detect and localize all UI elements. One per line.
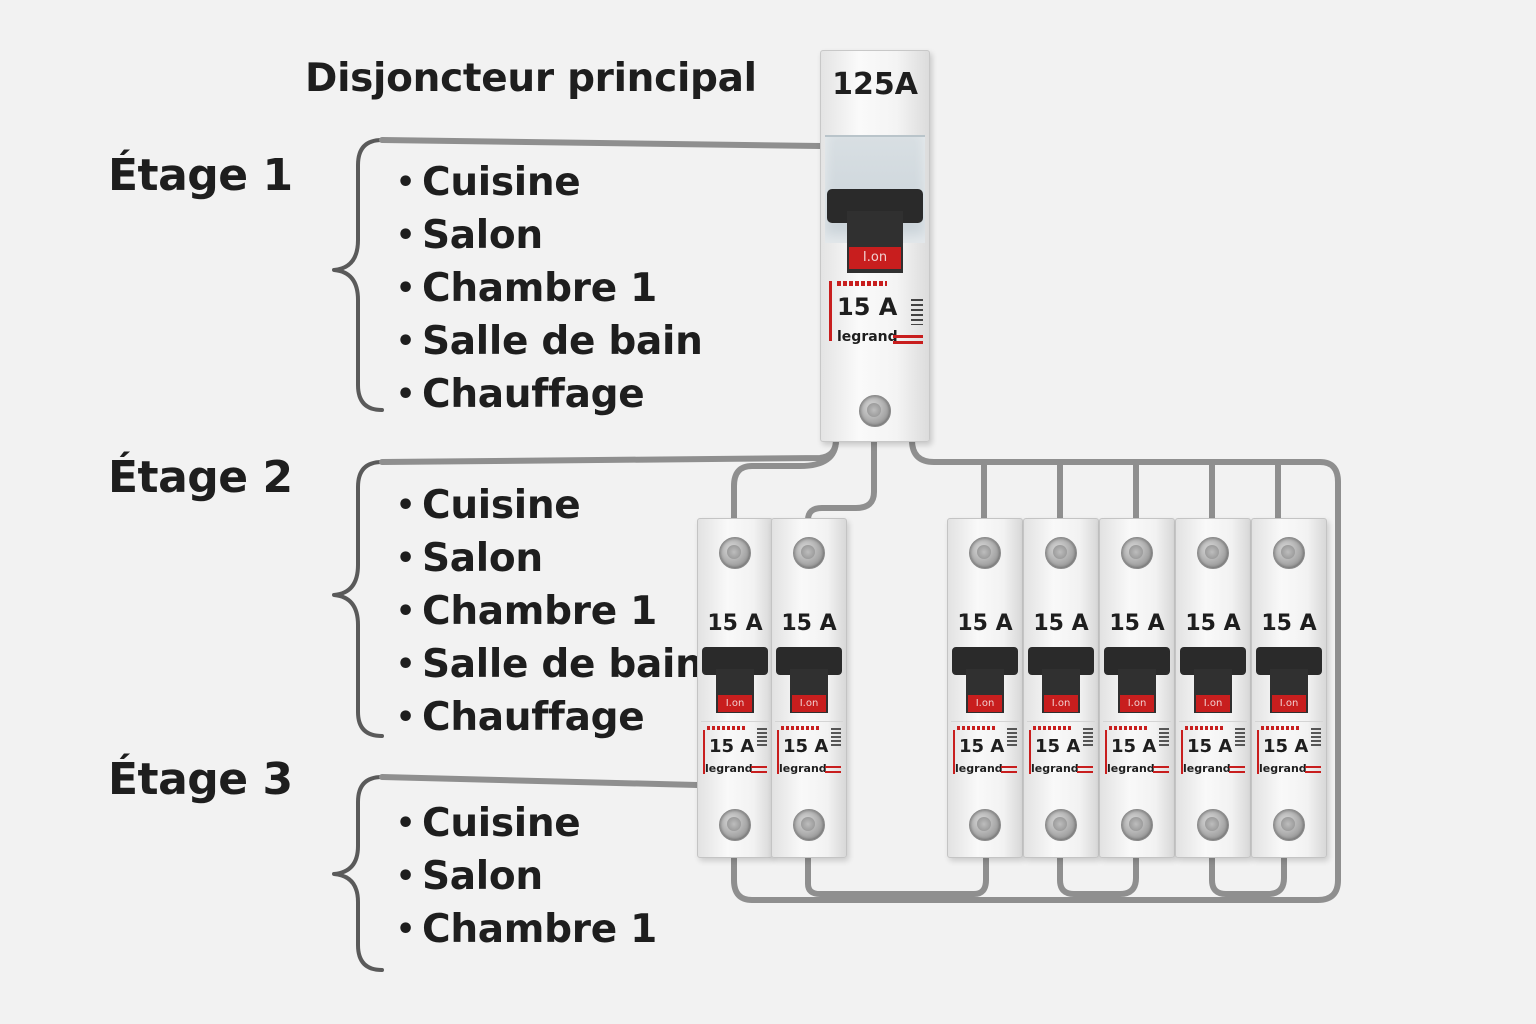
list-item: Salon: [396, 532, 703, 585]
breaker-plate-rating: 15 A: [783, 736, 829, 757]
circuit-breaker-7[interactable]: 15 A I.on 15 A legrand: [1251, 518, 1327, 858]
screw-icon: [1197, 809, 1229, 841]
circuit-breaker-1[interactable]: 15 A I.on 15 A legrand: [697, 518, 773, 858]
circuit-breaker-6[interactable]: 15 A I.on 15 A legrand: [1175, 518, 1251, 858]
list-item: Cuisine: [396, 797, 657, 850]
breaker-plate: 15 A legrand: [1103, 721, 1171, 780]
circuit-breaker-3[interactable]: 15 A I.on 15 A legrand: [947, 518, 1023, 858]
breaker-rating: 15 A: [1185, 611, 1241, 636]
wire-floor-1: [379, 137, 823, 149]
breaker-rating: 15 A: [781, 611, 837, 636]
screw-icon: [1121, 537, 1153, 569]
screw-icon: [969, 809, 1001, 841]
floor-3-room-list: Cuisine Salon Chambre 1: [396, 797, 657, 956]
screw-icon: [719, 537, 751, 569]
breaker-plate: 15 A legrand: [1255, 721, 1323, 780]
list-item: Chambre 1: [396, 585, 703, 638]
brand-logo: legrand: [1107, 762, 1155, 775]
list-item: Chambre 1: [396, 262, 703, 315]
breaker-plate-rating: 15 A: [1187, 736, 1233, 757]
wire-floor-2: [379, 437, 839, 465]
breaker-rating: 15 A: [1033, 611, 1089, 636]
screw-icon: [859, 395, 891, 427]
circuit-breaker-4[interactable]: 15 A I.on 15 A legrand: [1023, 518, 1099, 858]
main-breaker-title: Disjoncteur principal: [305, 56, 757, 101]
wire-main-bus: [731, 437, 1341, 903]
breaker-plate: 15 A legrand: [775, 721, 843, 780]
floor-2-label: Étage 2: [108, 452, 293, 503]
brace-floor-1: [332, 138, 384, 412]
list-item: Chauffage: [396, 368, 703, 421]
floor-1-room-list: Cuisine Salon Chambre 1 Salle de bain Ch…: [396, 156, 703, 421]
floor-1-label: Étage 1: [108, 150, 293, 201]
circuit-breaker-5[interactable]: 15 A I.on 15 A legrand: [1099, 518, 1175, 858]
screw-icon: [1045, 809, 1077, 841]
list-item: Salon: [396, 209, 703, 262]
breaker-plate-rating: 15 A: [1035, 736, 1081, 757]
list-item: Cuisine: [396, 479, 703, 532]
floor-2-room-list: Cuisine Salon Chambre 1 Salle de bain Ch…: [396, 479, 703, 744]
breaker-plate-rating: 15 A: [709, 736, 755, 757]
list-item: Salle de bain: [396, 638, 703, 691]
main-breaker-rating: 125A: [832, 67, 918, 102]
circuit-breaker-2[interactable]: 15 A I.on 15 A legrand: [771, 518, 847, 858]
breaker-plate-rating: 15 A: [1111, 736, 1157, 757]
brace-floor-3: [332, 775, 384, 972]
breaker-rating: 15 A: [1109, 611, 1165, 636]
screw-icon: [1045, 537, 1077, 569]
breaker-on-indicator: I.on: [1272, 695, 1306, 712]
breaker-plate: 15 A legrand: [951, 721, 1019, 780]
brand-logo: legrand: [1183, 762, 1231, 775]
breaker-on-indicator: I.on: [1196, 695, 1230, 712]
wire-main-to-b1: [731, 437, 839, 523]
wire-floor-3: [379, 774, 700, 788]
breaker-plate: 15 A legrand: [1027, 721, 1095, 780]
list-item: Chambre 1: [396, 903, 657, 956]
screw-icon: [793, 809, 825, 841]
list-item: Cuisine: [396, 156, 703, 209]
screw-icon: [719, 809, 751, 841]
list-item: Salle de bain: [396, 315, 703, 368]
screw-icon: [969, 537, 1001, 569]
floor-3-label: Étage 3: [108, 754, 293, 805]
wire-main-to-b2: [805, 437, 877, 523]
main-breaker[interactable]: 125A I.on 15 A legrand: [820, 50, 930, 442]
list-item: Salon: [396, 850, 657, 903]
screw-icon: [1273, 809, 1305, 841]
breaker-on-indicator: I.on: [1120, 695, 1154, 712]
breaker-on-indicator: I.on: [792, 695, 826, 712]
breaker-plate: 15 A legrand: [701, 721, 769, 780]
breaker-rating: 15 A: [707, 611, 763, 636]
brand-logo: legrand: [705, 762, 753, 775]
screw-icon: [1197, 537, 1229, 569]
breaker-on-indicator: I.on: [1044, 695, 1078, 712]
screw-icon: [1121, 809, 1153, 841]
brand-logo: legrand: [955, 762, 1003, 775]
breaker-rating: 15 A: [957, 611, 1013, 636]
screw-icon: [1273, 537, 1305, 569]
main-breaker-plate-rating: 15 A: [837, 293, 898, 321]
breaker-rating: 15 A: [1261, 611, 1317, 636]
main-breaker-plate: 15 A legrand: [825, 279, 925, 349]
breaker-on-indicator: I.on: [718, 695, 752, 712]
breaker-plate: 15 A legrand: [1179, 721, 1247, 780]
breaker-on-indicator: I.on: [968, 695, 1002, 712]
screw-icon: [793, 537, 825, 569]
breaker-plate-rating: 15 A: [959, 736, 1005, 757]
breaker-plate-rating: 15 A: [1263, 736, 1309, 757]
brand-logo: legrand: [779, 762, 827, 775]
brand-logo: legrand: [837, 329, 898, 345]
main-breaker-on-indicator: I.on: [849, 247, 901, 269]
brand-logo: legrand: [1031, 762, 1079, 775]
list-item: Chauffage: [396, 691, 703, 744]
brand-logo: legrand: [1259, 762, 1307, 775]
brace-floor-2: [332, 460, 384, 738]
